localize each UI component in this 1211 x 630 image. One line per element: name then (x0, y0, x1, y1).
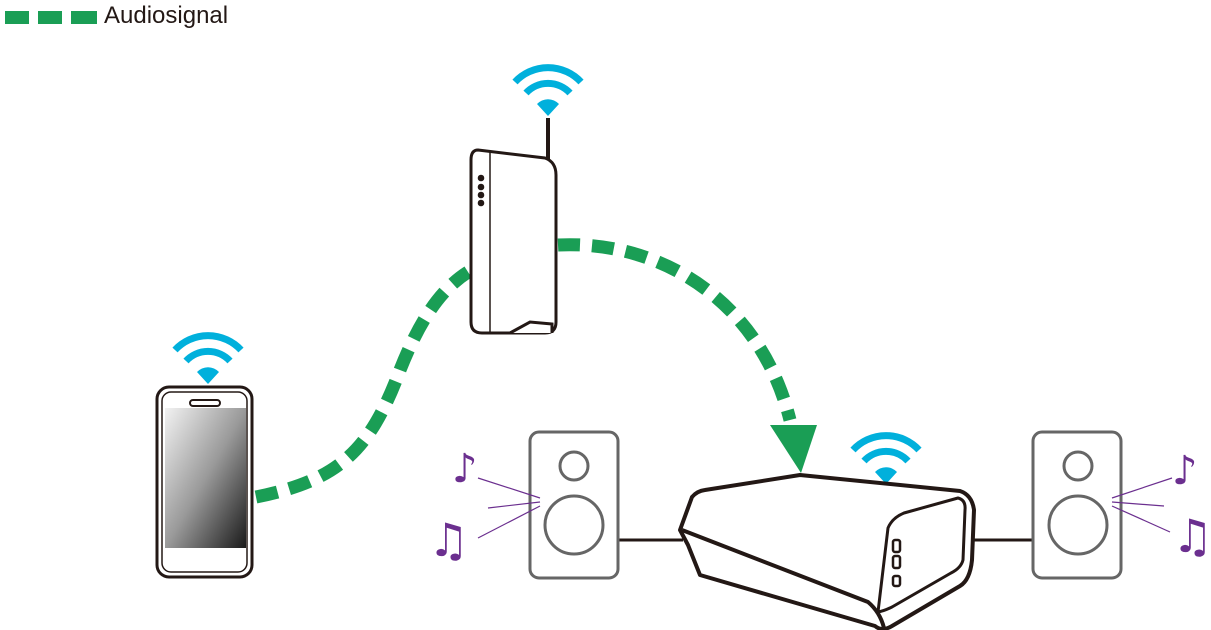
legend-label: Audiosignal (104, 2, 229, 29)
audio-signal-phone-to-router (254, 266, 472, 504)
sound-lines (477, 477, 1173, 539)
legend-dash-icon (5, 11, 97, 24)
speaker-icon (1031, 430, 1123, 580)
music-note-icon: ♪ (1172, 448, 1198, 494)
music-note-icon: ♪ (452, 446, 478, 492)
wifi-icon (515, 68, 581, 116)
smartphone-icon (155, 385, 254, 579)
wifi-icon (175, 336, 241, 384)
arrow-head-icon (770, 425, 817, 473)
music-notes: ♪ ♫ ♪ ♫ (428, 446, 1211, 567)
router-icon (469, 118, 558, 335)
speaker-icon (528, 430, 620, 580)
music-note-icon: ♫ (428, 513, 469, 567)
amplifier-icon (678, 473, 976, 630)
music-note-icon: ♫ (1172, 509, 1211, 563)
wifi-icon (853, 436, 919, 484)
audio-signal-router-to-amp (557, 238, 797, 422)
